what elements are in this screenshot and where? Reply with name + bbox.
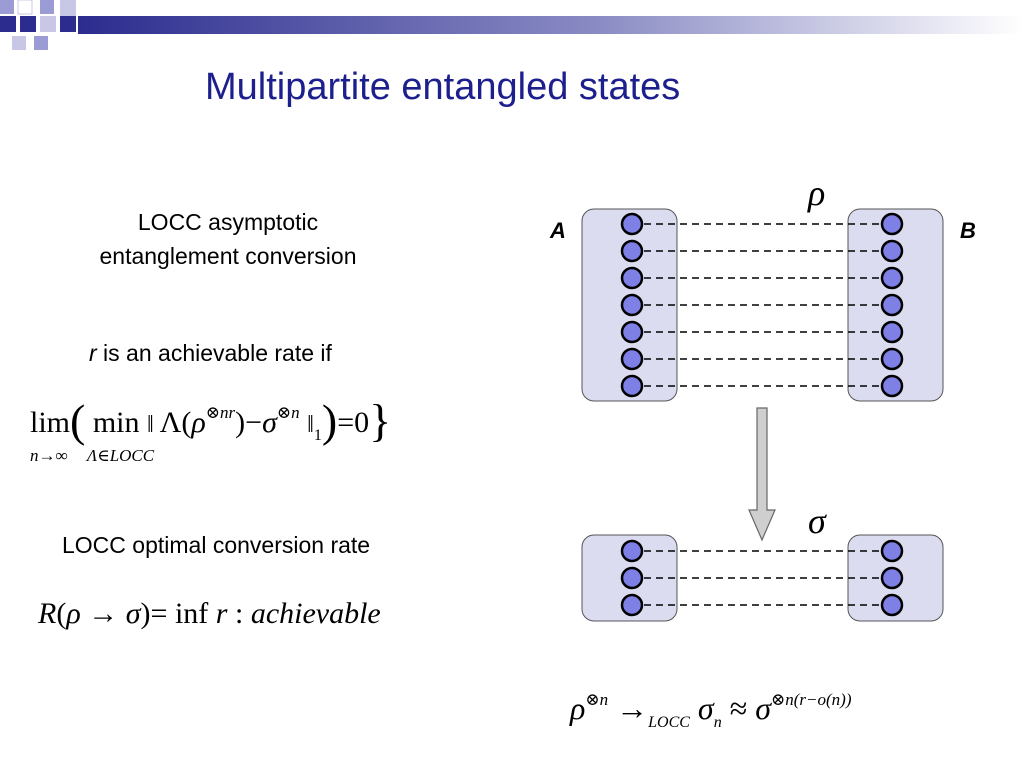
paren-open: ( bbox=[56, 597, 67, 630]
lim-operator: lim n→∞ bbox=[30, 406, 71, 465]
rho-qubit-a bbox=[620, 293, 644, 317]
header-decoration bbox=[0, 0, 1024, 50]
colon: : bbox=[234, 597, 244, 630]
rate-function: R bbox=[38, 597, 57, 630]
page-title: Multipartite entangled states bbox=[205, 66, 681, 108]
sigma-n-symbol: σ bbox=[697, 690, 714, 726]
norm-close: ‖ bbox=[307, 412, 314, 438]
header-square bbox=[60, 16, 76, 32]
heading-line-2: entanglement conversion bbox=[99, 243, 357, 269]
rho-qubit-a bbox=[620, 347, 644, 371]
header-square bbox=[0, 16, 16, 32]
header-square bbox=[0, 0, 14, 14]
rate-formula: R(ρ → σ)= inf r : achievable bbox=[38, 597, 381, 631]
optimal-rate-heading: LOCC optimal conversion rate bbox=[62, 532, 371, 558]
limit-formula: lim n→∞ ( min Λ∈LOCC ‖ Λ(ρ⊗nr)−σ⊗n ‖1)=0… bbox=[30, 390, 392, 465]
rho-power: ⊗nr bbox=[205, 403, 236, 422]
header-square bbox=[17, 0, 33, 15]
party-b-label: B bbox=[960, 218, 976, 243]
sigma-symbol: σ bbox=[125, 597, 141, 630]
rho-state-label: ρ bbox=[808, 173, 826, 213]
sigma-symbol: σ bbox=[262, 406, 277, 439]
header-square bbox=[12, 36, 26, 50]
heading-line-1: LOCC asymptotic bbox=[137, 209, 319, 235]
rate-variable: r bbox=[215, 597, 228, 630]
rho-symbol: ρ bbox=[66, 597, 81, 630]
sigma-power: ⊗n(r−o(n)) bbox=[771, 690, 852, 709]
sigma-qubit-b bbox=[880, 593, 904, 617]
rho-qubit-b bbox=[880, 266, 904, 290]
rho-qubit-b bbox=[880, 239, 904, 263]
min-operator: min Λ∈LOCC bbox=[86, 406, 155, 465]
sigma-symbol: σ bbox=[755, 690, 772, 726]
rate-text: is an achievable rate if bbox=[96, 340, 332, 366]
lambda-map: Λ( bbox=[159, 406, 192, 439]
conversion-formula: ρ⊗n →LOCC σn ≈ σ⊗n(r−o(n)) bbox=[570, 690, 852, 731]
approx-sign: ≈ bbox=[729, 690, 748, 726]
equals-sign: )= bbox=[140, 597, 168, 630]
header-square bbox=[40, 0, 54, 14]
sigma-qubit-a bbox=[620, 539, 644, 563]
rho-qubit-a bbox=[620, 266, 644, 290]
achievable-rate-statement: r is an achievable rate if bbox=[89, 340, 332, 367]
arrow-symbol: → bbox=[88, 597, 119, 630]
rho-qubit-a bbox=[620, 212, 644, 236]
sigma-qubit-a bbox=[620, 593, 644, 617]
header-square bbox=[20, 16, 36, 32]
norm-subscript: 1 bbox=[313, 427, 322, 444]
rho-qubit-a bbox=[620, 239, 644, 263]
sigma-power: ⊗n bbox=[276, 403, 300, 422]
equals-sign: = bbox=[337, 406, 355, 439]
sigma-qubit-a bbox=[620, 566, 644, 590]
header-square bbox=[34, 36, 48, 50]
big-paren-open: ( bbox=[70, 395, 86, 446]
sigma-n-subscript: n bbox=[713, 714, 722, 731]
rho-qubit-b bbox=[880, 212, 904, 236]
header-band bbox=[78, 16, 1024, 34]
arrow-symbol: → bbox=[616, 690, 649, 726]
rho-power: ⊗n bbox=[585, 690, 609, 709]
minus-sign: )− bbox=[235, 406, 263, 439]
sigma-qubit-b bbox=[880, 539, 904, 563]
rho-qubit-a bbox=[620, 374, 644, 398]
sigma-state-label: σ bbox=[808, 501, 826, 541]
conversion-arrow bbox=[748, 407, 776, 542]
norm-open: ‖ bbox=[147, 412, 154, 438]
rho-qubit-b bbox=[880, 374, 904, 398]
inf-operator: inf bbox=[174, 597, 209, 630]
rho-symbol: ρ bbox=[570, 690, 586, 726]
header-square bbox=[60, 0, 76, 16]
big-brace: } bbox=[369, 395, 392, 446]
rho-qubit-a bbox=[620, 320, 644, 344]
rho-qubit-b bbox=[880, 347, 904, 371]
header-square bbox=[40, 16, 56, 32]
rate-variable: r bbox=[89, 340, 97, 366]
sigma-qubit-b bbox=[880, 566, 904, 590]
big-paren-close: ) bbox=[321, 395, 338, 446]
zero-value: 0 bbox=[354, 406, 370, 439]
rho-symbol: ρ bbox=[191, 406, 206, 439]
achievable-word: achievable bbox=[250, 597, 381, 630]
locc-subscript: LOCC bbox=[648, 714, 690, 731]
rho-qubit-b bbox=[880, 293, 904, 317]
rho-qubit-b bbox=[880, 320, 904, 344]
party-a-label: A bbox=[550, 218, 566, 243]
